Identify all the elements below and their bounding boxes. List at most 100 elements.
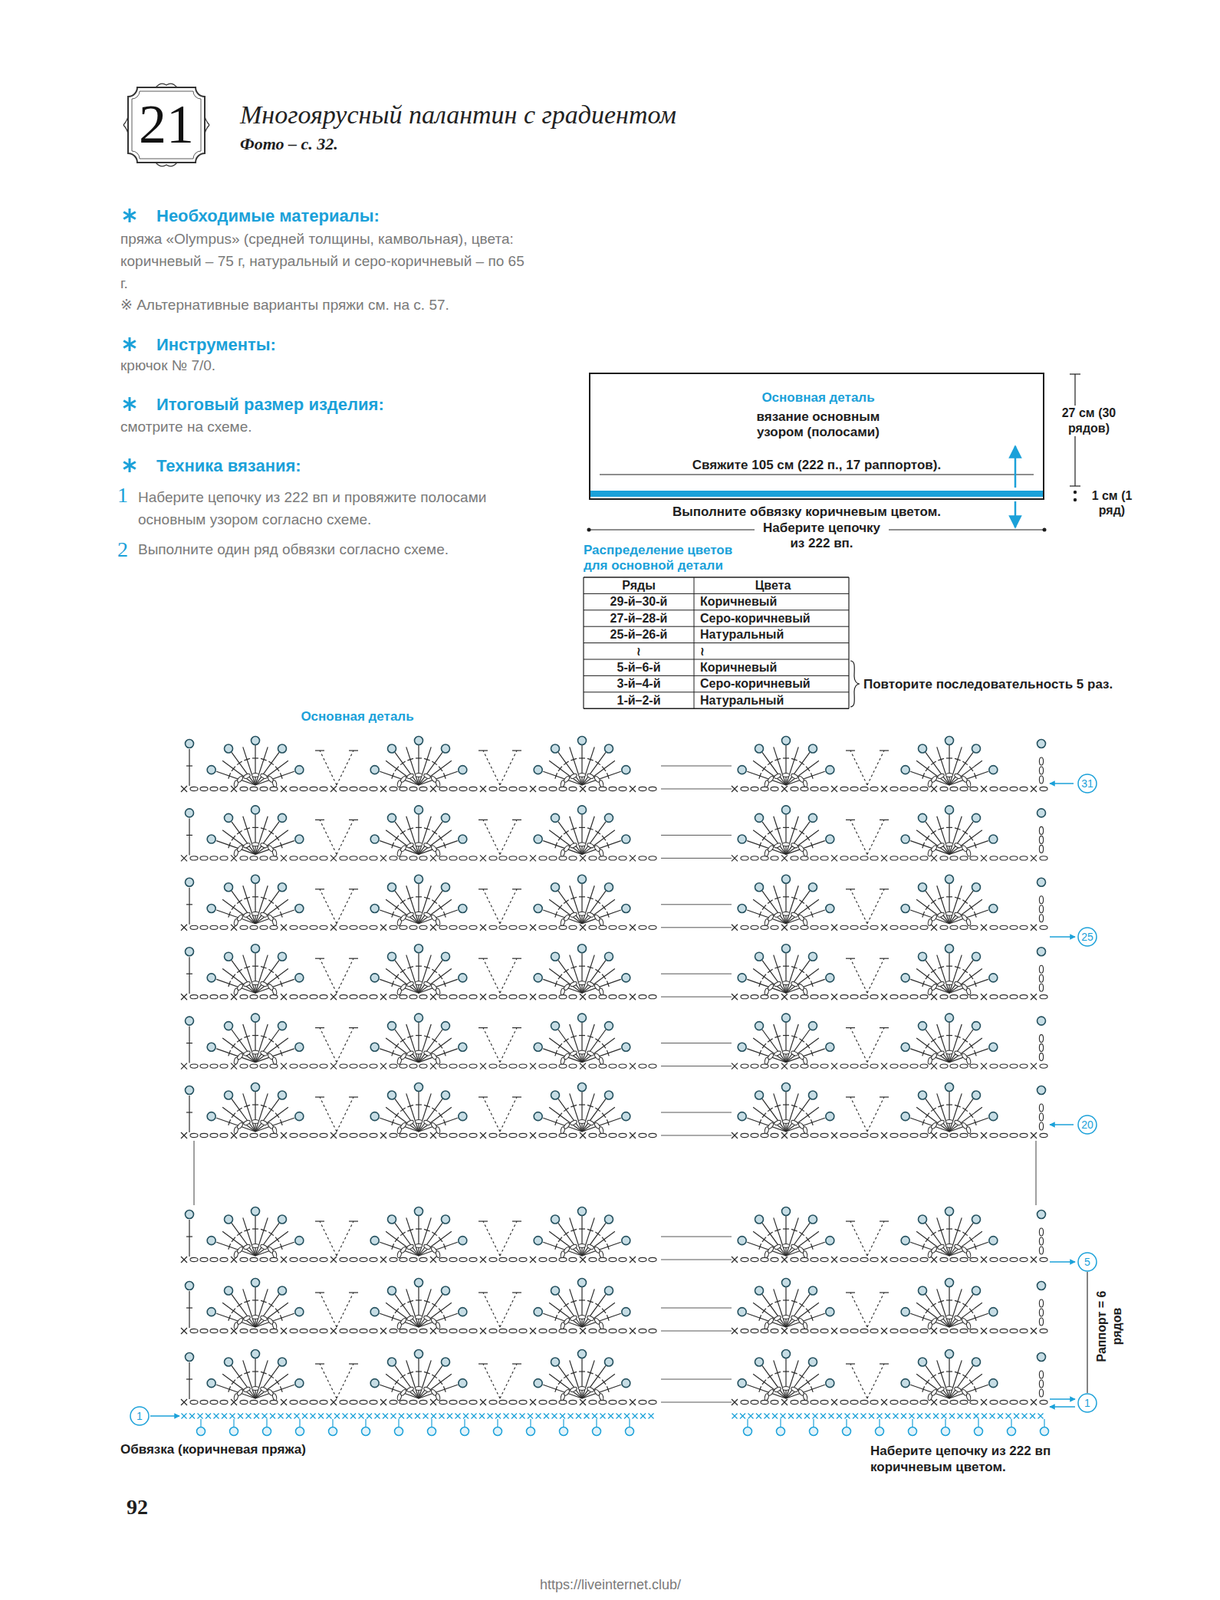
chart-symbol: [385, 1107, 419, 1132]
chart-symbol: [598, 987, 605, 996]
chart-symbol: [236, 830, 243, 835]
chart-symbol: [850, 856, 859, 861]
chart-symbol: [407, 1035, 414, 1038]
chart-symbol: [845, 1027, 855, 1029]
chart-symbol: [782, 842, 790, 847]
chart-symbol: [370, 973, 379, 983]
chart-symbol: [415, 981, 423, 986]
chart-symbol: [499, 856, 507, 861]
chart-symbol: [860, 1328, 869, 1333]
chart-symbol: [781, 1328, 788, 1335]
chart-symbol: [740, 1257, 749, 1262]
chart-symbol: [949, 1098, 974, 1132]
chart-symbol: [969, 1113, 974, 1119]
chart-symbol: [394, 835, 399, 841]
chart-symbol: [621, 904, 631, 913]
chart-symbol: [785, 884, 786, 925]
chart-symbol: [389, 995, 398, 1000]
chart-symbol: [231, 1113, 236, 1119]
chart-symbol: [881, 1328, 888, 1335]
chart-symbol: [240, 925, 248, 930]
chart-symbol: [180, 1063, 188, 1070]
chart-symbol: [228, 1119, 231, 1126]
chart-symbol: [946, 981, 954, 986]
chart-symbol: [999, 925, 1008, 930]
chart-symbol: [949, 830, 983, 855]
chart-symbol: [414, 874, 424, 884]
chart-symbol: [558, 904, 563, 910]
chart-symbol: [349, 995, 358, 1000]
chart-symbol: [549, 760, 583, 786]
chart-symbol: [419, 1064, 428, 1069]
chart-symbol: [870, 1133, 879, 1138]
chart-symbol: [529, 924, 537, 931]
chart-symbol: [845, 888, 855, 890]
chart-symbol: [272, 849, 278, 858]
chart-symbol: [890, 1133, 898, 1138]
chart-symbol: [881, 1256, 888, 1263]
chart-symbol: [255, 960, 280, 994]
chart-symbol: [249, 1064, 258, 1069]
chart-symbol: [588, 1257, 597, 1262]
chart-symbol: [489, 786, 497, 791]
chart-symbol: [578, 842, 586, 847]
chart-symbol: [519, 925, 527, 930]
chart-symbol: [740, 925, 749, 930]
chart-symbol: [559, 1133, 567, 1138]
chart-symbol: [255, 1217, 268, 1257]
chart-symbol: [190, 995, 198, 1000]
chart-symbol: [380, 1328, 387, 1335]
chart-symbol: [1039, 1246, 1043, 1255]
chart-symbol: [558, 974, 563, 980]
chart-symbol: [737, 766, 747, 775]
chart-symbol: [519, 995, 527, 1000]
chart-symbol: [618, 1328, 627, 1333]
chart-symbol: [260, 897, 267, 899]
chart-symbol: [268, 1039, 274, 1043]
chart-symbol: [419, 856, 428, 861]
chart-symbol: [586, 1050, 595, 1057]
chart-symbol: [415, 1244, 423, 1249]
chart-symbol: [319, 995, 328, 1000]
chart-symbol: [255, 1098, 280, 1132]
chart-symbol: [920, 1133, 928, 1138]
chart-symbol: [890, 995, 898, 1000]
chart-symbol: [588, 1133, 597, 1138]
chart-symbol: [808, 813, 817, 823]
chart-symbol: [953, 1050, 962, 1057]
chart-symbol: [551, 952, 560, 961]
chart-symbol: [562, 1052, 570, 1061]
chart-symbol: [1037, 808, 1046, 818]
chart-symbol: [840, 995, 849, 1000]
chart-symbol: [180, 924, 188, 931]
chart-symbol: [417, 814, 419, 855]
chart-symbol: [601, 766, 606, 772]
chart-symbol: [802, 1057, 809, 1066]
chart-symbol: [562, 983, 570, 992]
chart-symbol: [879, 1027, 889, 1029]
chart-symbol: [578, 1013, 587, 1023]
chart-symbol: [762, 1113, 767, 1119]
chart-symbol: [255, 955, 268, 994]
chart-symbol: [867, 1097, 885, 1132]
chart-symbol: [579, 1132, 586, 1139]
chart-symbol: [629, 924, 636, 931]
chart-symbol: [578, 1244, 586, 1249]
chart-symbol: [1030, 1063, 1037, 1070]
chart-symbol: [443, 911, 446, 918]
chart-symbol: [1039, 1044, 1043, 1053]
chart-symbol: [629, 1063, 636, 1070]
chart-symbol: [781, 993, 788, 1000]
chart-symbol: [608, 1064, 617, 1069]
chart-symbol: [435, 779, 441, 788]
chart-symbol: [770, 995, 779, 1000]
chart-symbol: [549, 995, 557, 1000]
chart-symbol: [648, 1328, 657, 1333]
chart-symbol: [782, 1228, 790, 1230]
chart-symbol: [800, 995, 809, 1000]
chart-symbol: [431, 900, 438, 905]
chart-symbol: [759, 1243, 762, 1250]
chart-symbol: [598, 1257, 607, 1262]
chart-symbol: [860, 1133, 869, 1138]
chart-symbol: [380, 1328, 387, 1335]
